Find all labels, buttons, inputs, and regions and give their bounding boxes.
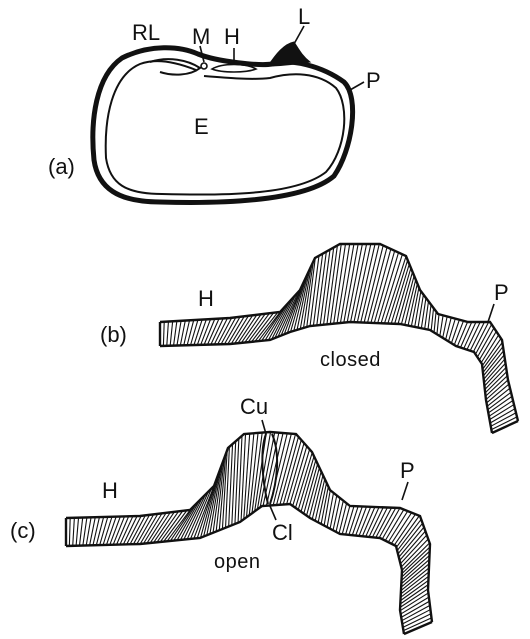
- palisade-cell-wall: [489, 400, 513, 416]
- label-c-p: P: [400, 458, 415, 483]
- state-b-closed: closed: [320, 349, 381, 371]
- palisade-cell-wall: [79, 518, 82, 546]
- label-m: M: [192, 24, 210, 49]
- lens-spot: [268, 42, 310, 66]
- palisade-cell-wall: [339, 503, 347, 533]
- palisade-cell-wall: [434, 311, 436, 332]
- palisade-cell-wall: [174, 503, 197, 540]
- palisade-cell-wall: [401, 597, 429, 614]
- palisade-cell-wall: [100, 517, 108, 545]
- panel-a: RL M H L P E (a): [48, 4, 381, 202]
- palisade-cell-wall: [164, 510, 187, 541]
- label-h: H: [224, 24, 240, 49]
- label-b-h: H: [198, 286, 214, 311]
- palisade-cell-wall: [69, 518, 70, 546]
- leader-c-cl: [270, 506, 276, 520]
- palisade-cell-wall: [342, 506, 350, 534]
- palisade-cell-wall: [333, 498, 340, 530]
- palisade-cell-wall: [437, 314, 439, 334]
- palisade-cell-wall: [293, 449, 310, 506]
- palisade-cells-b: [160, 244, 518, 433]
- palisade-cell-wall: [351, 244, 367, 322]
- label-l: L: [298, 4, 310, 29]
- palisade-cell-wall: [487, 384, 509, 403]
- panel-b-tag: (b): [100, 322, 127, 347]
- palisade-cells-c: [66, 432, 432, 634]
- label-b-p: P: [494, 280, 509, 305]
- palisade-cell-wall: [402, 551, 430, 577]
- palisade-cell-wall: [187, 320, 194, 345]
- palisade-cell-wall: [287, 443, 304, 504]
- palisade-cell-wall: [401, 555, 429, 580]
- palisade-cell-wall: [431, 308, 433, 331]
- palisade-cell-wall: [451, 320, 459, 343]
- palisade-cell-wall: [402, 605, 430, 620]
- palisade-cell-wall: [301, 460, 316, 512]
- palisade-cell-wall: [428, 305, 431, 330]
- micropyle-mark: [201, 63, 207, 69]
- palisade-cell-wall: [214, 318, 227, 344]
- palisade-cell-wall: [163, 322, 164, 346]
- palisade-cell-wall: [346, 506, 354, 534]
- palisade-cell-wall: [402, 547, 430, 574]
- palisade-cell-wall: [224, 317, 240, 344]
- panel-b: H P (b) closed: [100, 244, 518, 433]
- leader-c-p: [402, 482, 408, 500]
- palisade-cell-wall: [402, 610, 430, 624]
- palisade-cell-wall: [372, 507, 387, 537]
- seed-inner-line: [106, 61, 345, 194]
- panel-a-tag: (a): [48, 154, 75, 179]
- palisade-cell-wall: [340, 244, 353, 323]
- palisade-cell-wall: [290, 446, 307, 504]
- palisade-cell-wall: [191, 320, 198, 345]
- state-c-open: open: [214, 551, 261, 573]
- palisade-cell-wall: [327, 493, 333, 527]
- label-c-cu: Cu: [240, 394, 268, 419]
- palisade-cell-wall: [369, 507, 383, 537]
- hilum-slit: [212, 65, 256, 73]
- palisade-cell-wall: [298, 456, 314, 509]
- palisade-cell-wall: [177, 500, 200, 540]
- leader-b-p: [488, 304, 494, 322]
- palisade-cell-wall: [415, 291, 421, 327]
- palisade-cell-wall: [76, 518, 78, 546]
- label-c-h: H: [102, 478, 118, 503]
- palisade-cell-wall: [361, 244, 380, 322]
- label-rl: RL: [132, 20, 160, 45]
- palisade-cell-wall: [73, 518, 75, 546]
- panel-c: Cu Cl H P (c) open: [10, 394, 432, 634]
- palisade-cell-wall: [324, 490, 330, 525]
- palisade-cell-wall: [490, 405, 514, 420]
- label-p: P: [366, 68, 381, 93]
- palisade-cell-wall: [448, 319, 455, 342]
- palisade-cell-wall: [83, 517, 87, 545]
- palisade-cell-wall: [167, 322, 169, 346]
- panel-c-tag: (c): [10, 518, 36, 543]
- palisade-cell-wall: [187, 492, 208, 540]
- palisade-cell-wall: [470, 322, 484, 351]
- palisade-cell-wall: [336, 501, 343, 532]
- outline-b-top: [160, 244, 518, 421]
- palisade-cell-wall: [96, 517, 103, 545]
- label-c-cl: Cl: [272, 520, 293, 545]
- label-e: E: [194, 114, 209, 139]
- palisade-cell-wall: [174, 321, 177, 346]
- palisade-cell-wall: [330, 495, 337, 528]
- palisade-cell-wall: [177, 321, 181, 346]
- palisade-cell-wall: [170, 321, 172, 345]
- leader-p: [350, 82, 364, 90]
- palisade-cell-wall: [440, 315, 443, 336]
